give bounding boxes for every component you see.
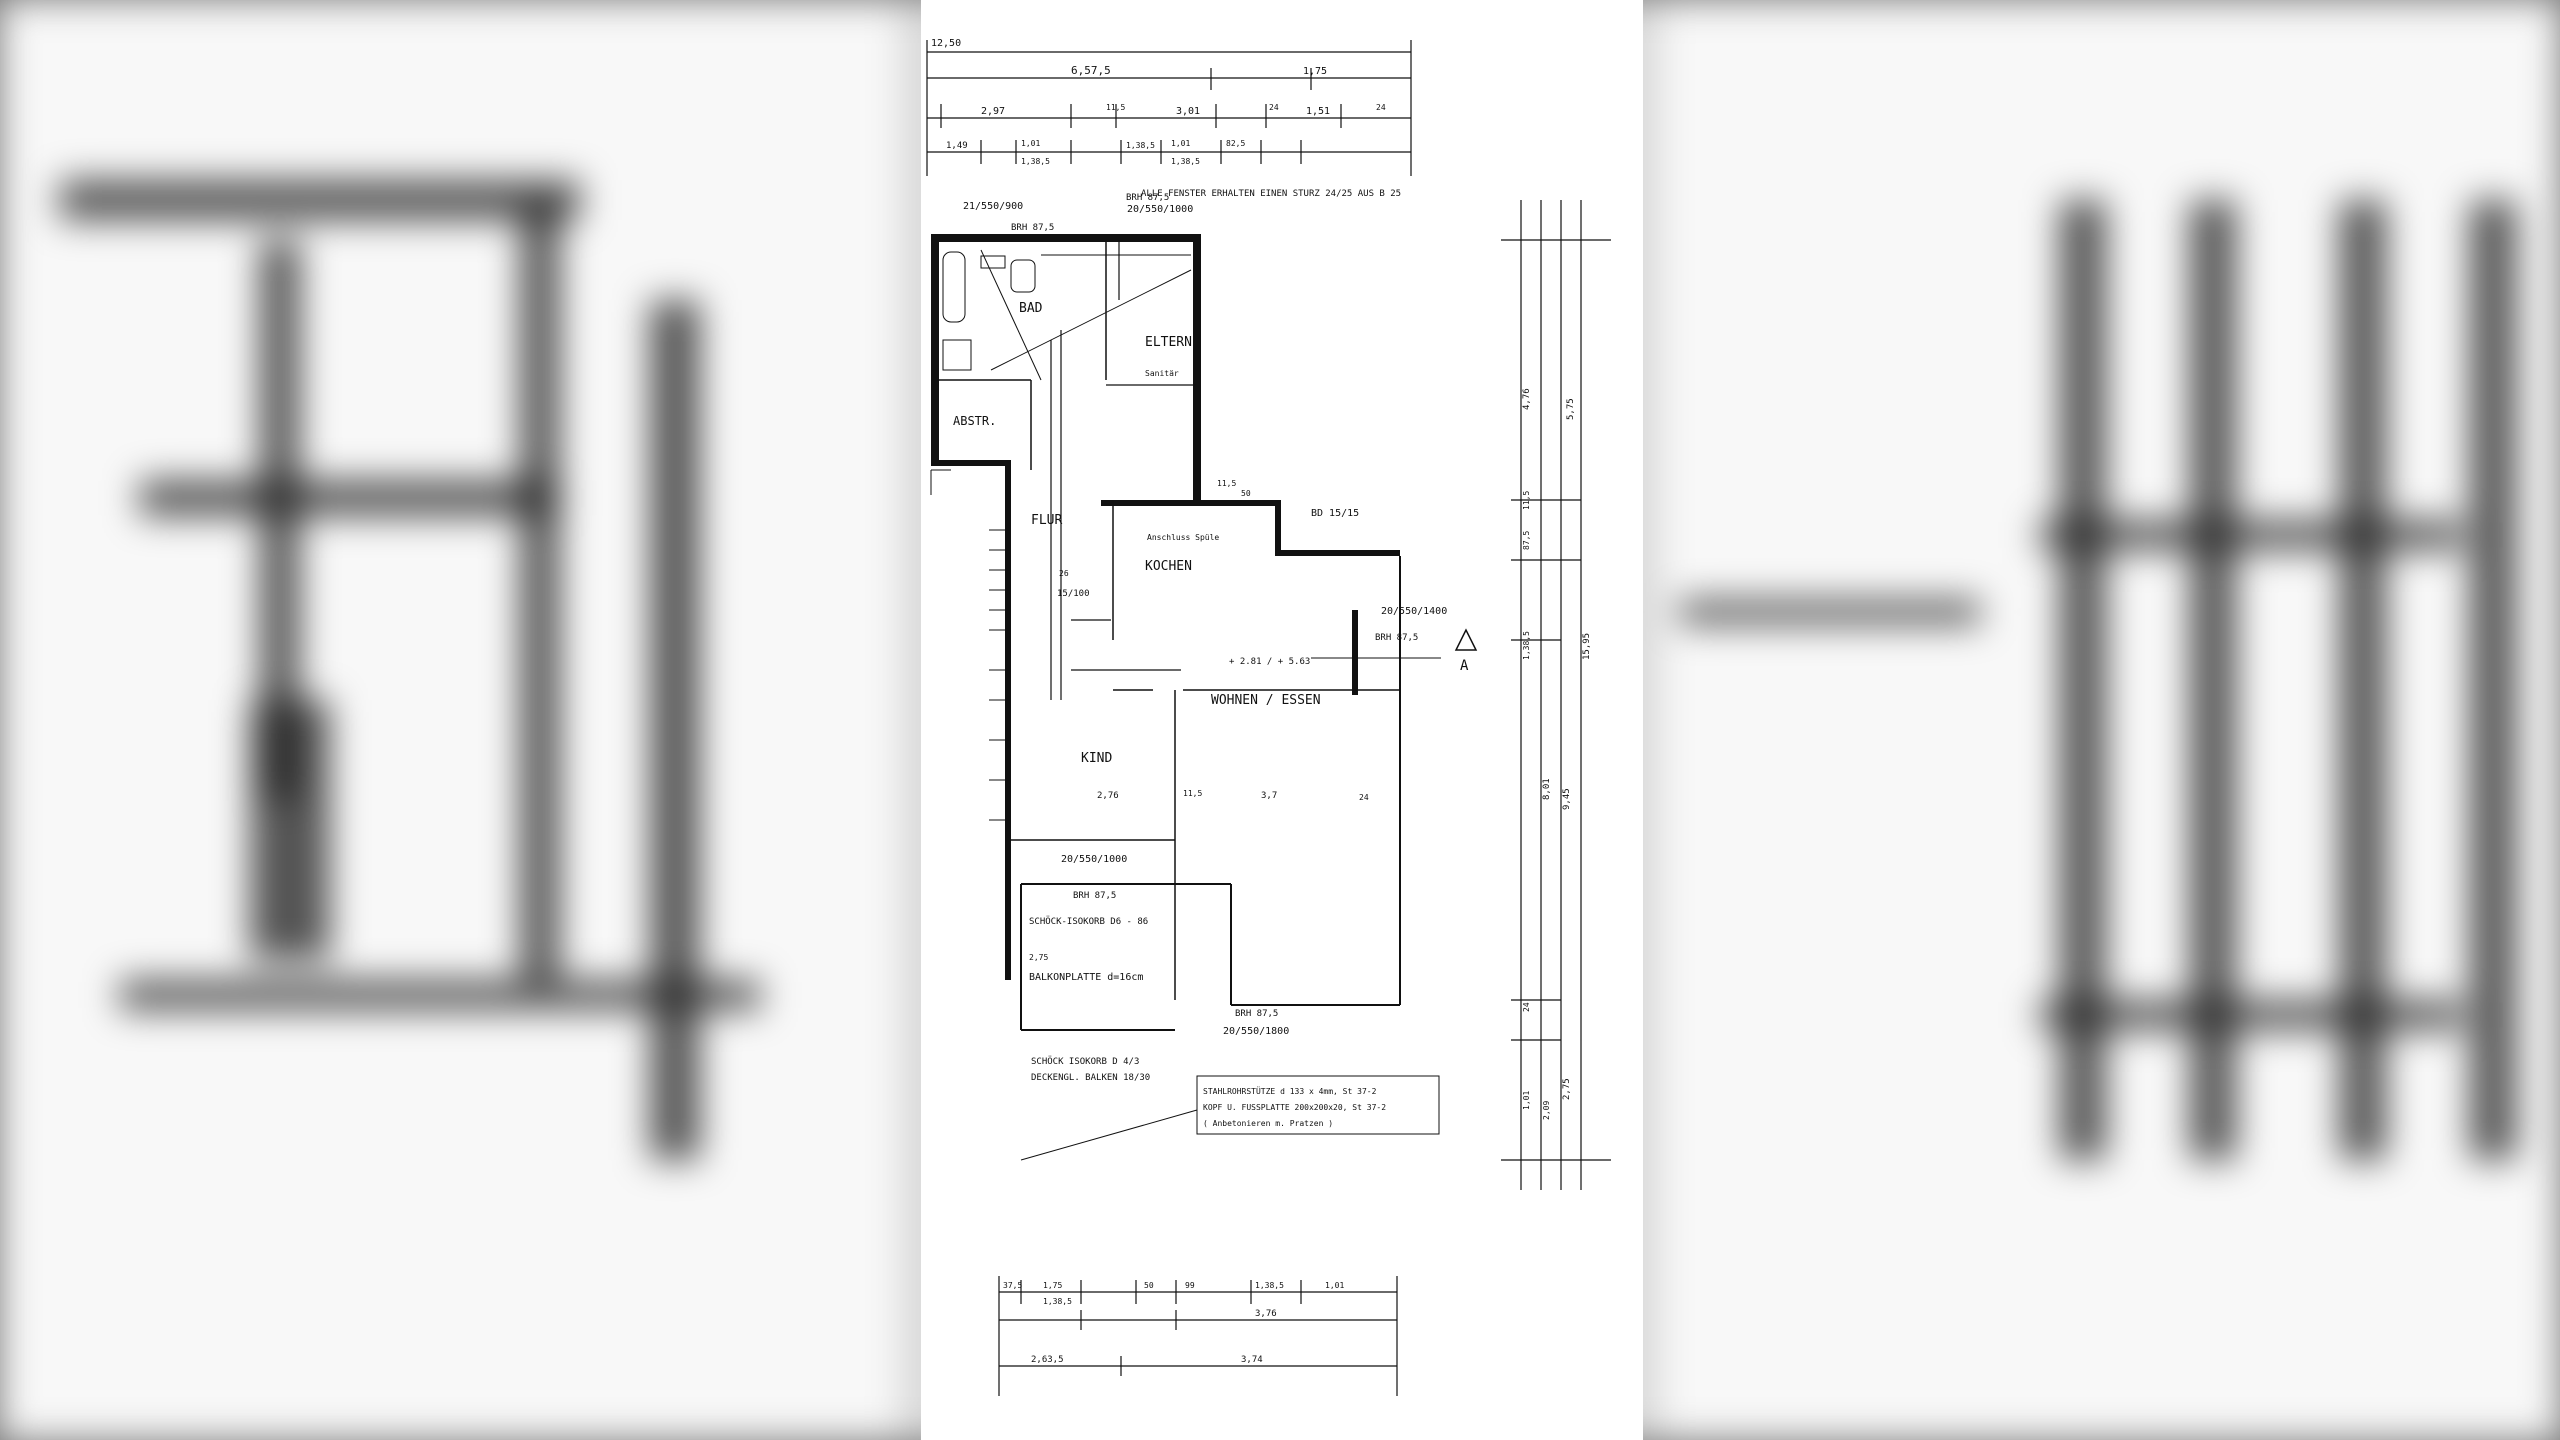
dim-bottom-0: 37,5: [1003, 1281, 1022, 1290]
dim-top-11: 1,38,5: [1021, 157, 1050, 166]
dim-right-9: 1,01: [1522, 1091, 1531, 1110]
label-bd-15-15: BD 15/15: [1311, 508, 1359, 519]
dim-right-1: 5,75: [1566, 398, 1576, 420]
right-dimension-texts: 4,76 5,75 11,5 87,5 1,38,5 8,01 9,45 15,…: [1522, 388, 1592, 1120]
dim-top-10: 1,01: [1021, 139, 1040, 148]
dim-bottom-1: 1,75: [1043, 1281, 1062, 1290]
dim-top-15: 1,38,5: [1171, 157, 1200, 166]
label-window-top-right: 20/550/1000: [1127, 204, 1193, 215]
floor-plan-drawing: 12,50 6,57,5 1,75 2,97 11,5 3,01 24 1,51…: [926, 38, 1611, 1396]
dim-top-0: 12,50: [931, 38, 961, 49]
dim-bottom-6: 1,01: [1325, 1281, 1344, 1290]
dim-bottom-4: 99: [1185, 1281, 1195, 1290]
dim-right-11: 2,09: [1542, 1101, 1551, 1120]
walls: [931, 234, 1401, 1031]
dim-inner-5: 50: [1241, 489, 1251, 498]
dim-right-0: 4,76: [1522, 388, 1532, 410]
dim-top-9: 1,49: [946, 141, 968, 151]
label-window-right: 20/550/1400: [1381, 606, 1447, 617]
dim-top-8: 24: [1376, 103, 1386, 112]
dim-top-12: 1,38,5: [1126, 141, 1155, 150]
steel-column-note: STAHLROHRSTÜTZE d 133 x 4mm, St 37-2 KOP…: [1020, 1075, 1440, 1161]
label-brh-top-right: BRH 87,5: [1126, 193, 1169, 203]
bottom-dimension-lines: [998, 1276, 1398, 1396]
room-kochen: KOCHEN: [1145, 559, 1192, 574]
dim-bottom-8: 2,63,5: [1031, 1355, 1064, 1365]
dim-right-5: 8,01: [1542, 778, 1552, 800]
right-dimension-lines: [1501, 200, 1611, 1190]
dim-right-2: 11,5: [1522, 491, 1531, 510]
label-sanitaer: Sanitär: [1145, 369, 1179, 378]
label-stahl-1: STAHLROHRSTÜTZE d 133 x 4mm, St 37-2: [1203, 1086, 1377, 1096]
label-15-100: 15/100: [1057, 589, 1090, 599]
dim-top-2: 1,75: [1303, 66, 1327, 77]
dim-inner-6: 11,5: [1217, 479, 1236, 488]
lintel-note: ALLE FENSTER ERHALTEN EINEN STURZ 24/25 …: [1141, 189, 1401, 199]
room-balkon: BALKONPLATTE d=16cm: [1029, 972, 1143, 983]
bottom-dimension-texts: 37,5 1,75 1,38,5 50 99 1,38,5 1,01 3,76 …: [1003, 1281, 1344, 1365]
dim-top-13: 1,01: [1171, 139, 1190, 148]
bath-fixtures: [942, 251, 1036, 371]
stair-marks: [930, 469, 1005, 821]
label-schoeck2: SCHÖCK ISOKORB D 4/3: [1031, 1056, 1139, 1067]
dim-top-14: 82,5: [1226, 139, 1245, 148]
dim-bottom-7: 3,76: [1255, 1309, 1277, 1319]
label-window-bottom: 20/550/1800: [1223, 1026, 1289, 1037]
floor-plan-sheet: 12,50 6,57,5 1,75 2,97 11,5 3,01 24 1,51…: [921, 0, 1643, 1440]
label-elevation: + 2.81 / + 5.63: [1229, 657, 1310, 667]
dim-right-7: 15,95: [1582, 633, 1592, 660]
dim-top-5: 3,01: [1176, 106, 1200, 117]
label-schoeck: SCHÖCK-ISOKORB D6 - 86: [1029, 916, 1148, 927]
dim-top-3: 2,97: [981, 106, 1005, 117]
label-brh-bottom: BRH 87,5: [1235, 1009, 1278, 1019]
inner-dimensions: 2,76 11,5 3,7 24 2,75 50 11,5 26: [1029, 479, 1369, 962]
label-stahl-3: ( Anbetonieren m. Pratzen ): [1203, 1119, 1333, 1128]
room-wohnen-essen: WOHNEN / ESSEN: [1211, 693, 1321, 708]
room-kind: KIND: [1081, 751, 1112, 766]
section-marker: A: [1311, 628, 1478, 674]
section-mark-label: A: [1460, 658, 1469, 674]
label-window-kind: 20/550/1000: [1061, 854, 1127, 865]
dim-bottom-5: 1,38,5: [1255, 1281, 1284, 1290]
label-brh-kind: BRH 87,5: [1073, 891, 1116, 901]
dim-right-8: 24: [1522, 1002, 1531, 1012]
top-dimension-lines: [926, 40, 1412, 176]
dim-top-1: 6,57,5: [1071, 64, 1111, 77]
dim-inner-7: 26: [1059, 569, 1069, 578]
room-bad: BAD: [1019, 301, 1043, 316]
label-window-top-left: 21/550/900: [963, 201, 1023, 212]
label-brh-top-left: BRH 87,5: [1011, 223, 1054, 233]
dim-inner-4: 2,75: [1029, 953, 1048, 962]
dim-inner-0: 2,76: [1097, 791, 1119, 801]
room-abstr: ABSTR.: [953, 414, 996, 428]
top-dimension-texts: 12,50 6,57,5 1,75 2,97 11,5 3,01 24 1,51…: [931, 38, 1386, 166]
dim-right-6: 9,45: [1562, 788, 1572, 810]
dim-bottom-3: 50: [1144, 1281, 1154, 1290]
dim-right-4: 1,38,5: [1522, 631, 1531, 660]
label-stahl-2: KOPF U. FUSSPLATTE 200x200x20, St 37-2: [1203, 1103, 1386, 1112]
label-anschluss: Anschluss Spüle: [1147, 533, 1219, 542]
room-flur: FLUR: [1031, 513, 1062, 528]
dim-inner-3: 24: [1359, 793, 1369, 802]
dim-top-6: 24: [1269, 103, 1279, 112]
dim-top-7: 1,51: [1306, 106, 1330, 117]
dim-bottom-9: 3,74: [1241, 1355, 1263, 1365]
dim-right-3: 87,5: [1522, 531, 1531, 550]
dim-top-4: 11,5: [1106, 103, 1125, 112]
dim-right-10: 2,75: [1562, 1078, 1572, 1100]
dim-inner-1: 11,5: [1183, 789, 1202, 798]
dim-inner-2: 3,7: [1261, 791, 1277, 801]
label-deckengl: DECKENGL. BALKEN 18/30: [1031, 1073, 1150, 1083]
room-eltern: ELTERN: [1145, 335, 1192, 350]
label-brh-right: BRH 87,5: [1375, 633, 1418, 643]
dim-bottom-2: 1,38,5: [1043, 1297, 1072, 1306]
